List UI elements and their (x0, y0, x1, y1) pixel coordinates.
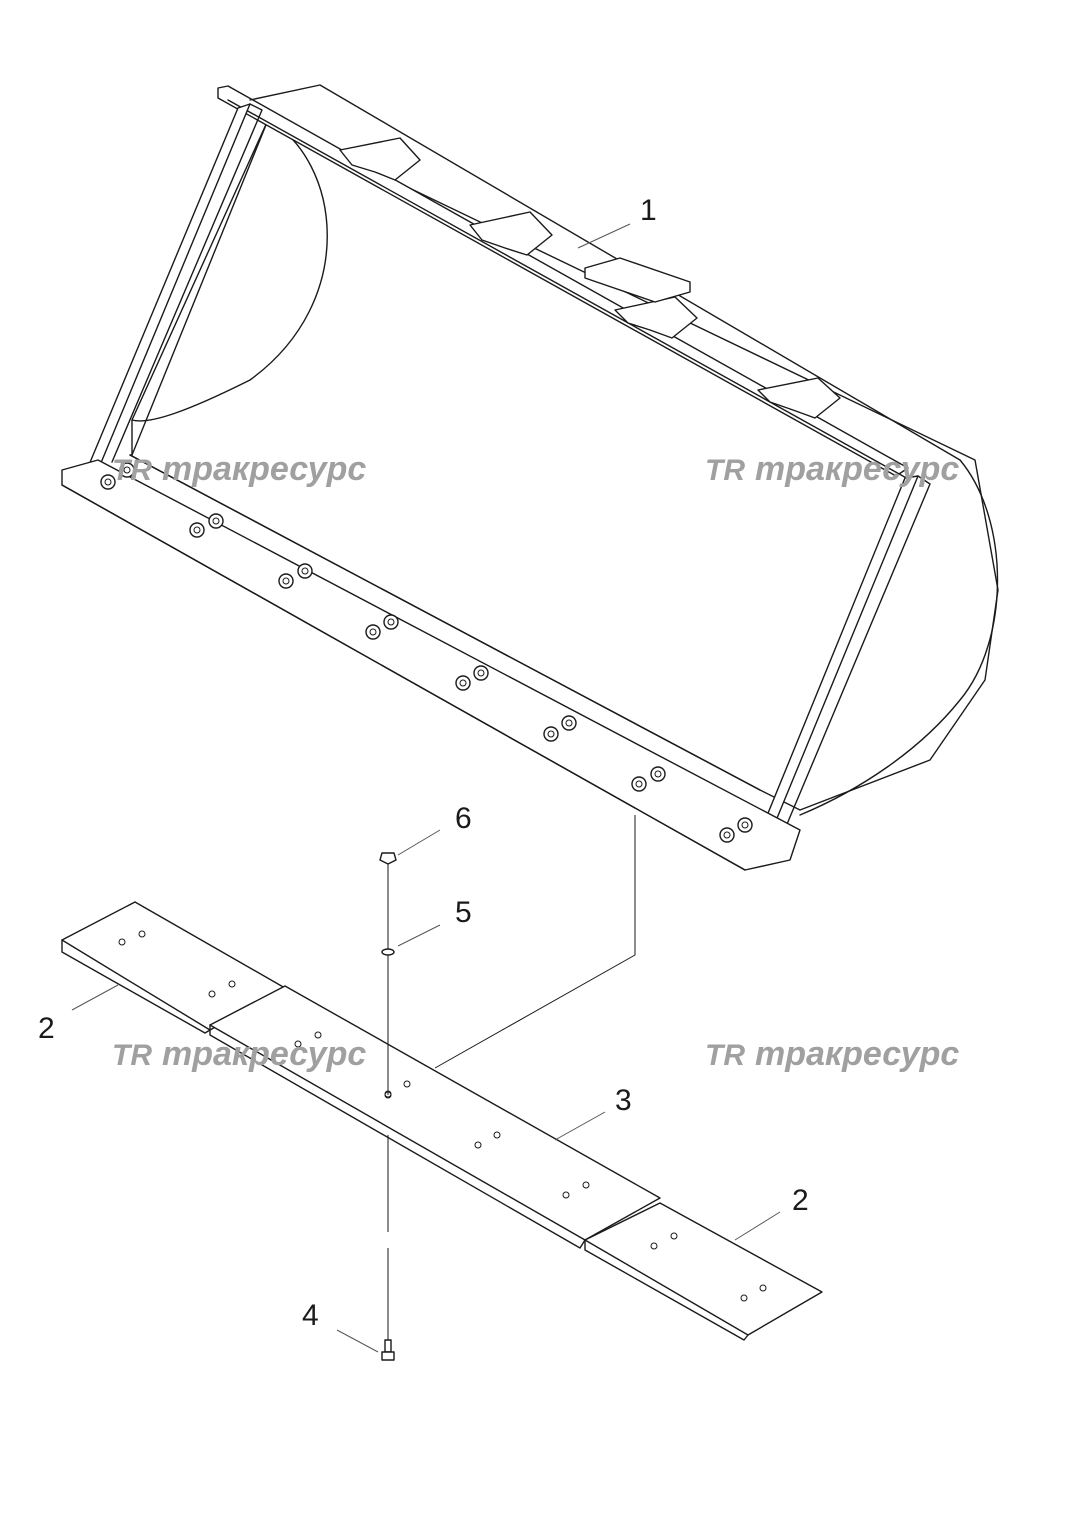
svg-text:TR: TR (705, 1039, 745, 1072)
callout-4: 4 (302, 1299, 319, 1332)
callout-3: 3 (615, 1084, 632, 1117)
bolt-hole-center (384, 1091, 392, 1099)
callout-2-left: 2 (38, 1012, 55, 1045)
leader-lines (71, 223, 781, 1353)
watermark-bottom-left: TR тракресурс (112, 1035, 366, 1073)
callout-2-right: 2 (792, 1184, 809, 1217)
bolt-4 (381, 1339, 395, 1361)
end-bit-right (584, 1202, 823, 1341)
bolt-holes (100, 462, 753, 843)
washer-5 (381, 948, 395, 956)
center-edge (209, 985, 661, 1249)
watermark-text: тракресурс (162, 1035, 366, 1073)
watermark-text: тракресурс (755, 1035, 959, 1073)
bucket-assembly (61, 84, 999, 871)
assembly-lines (387, 815, 636, 1345)
watermark-text: тракресурс (162, 450, 366, 488)
watermark-bottom-right: TR тракресурс (705, 1035, 959, 1073)
callout-1: 1 (640, 194, 657, 227)
watermark-top-left: TR тракресурс (112, 450, 366, 488)
callout-5: 5 (455, 896, 472, 929)
watermark-text: тракресурс (755, 450, 959, 488)
svg-text:TR: TR (112, 454, 152, 487)
nut-6 (379, 852, 397, 865)
watermark-top-right: TR тракресурс (705, 450, 959, 488)
svg-text:TR: TR (705, 454, 745, 487)
svg-text:TR: TR (112, 1039, 152, 1072)
callout-6: 6 (455, 802, 472, 835)
